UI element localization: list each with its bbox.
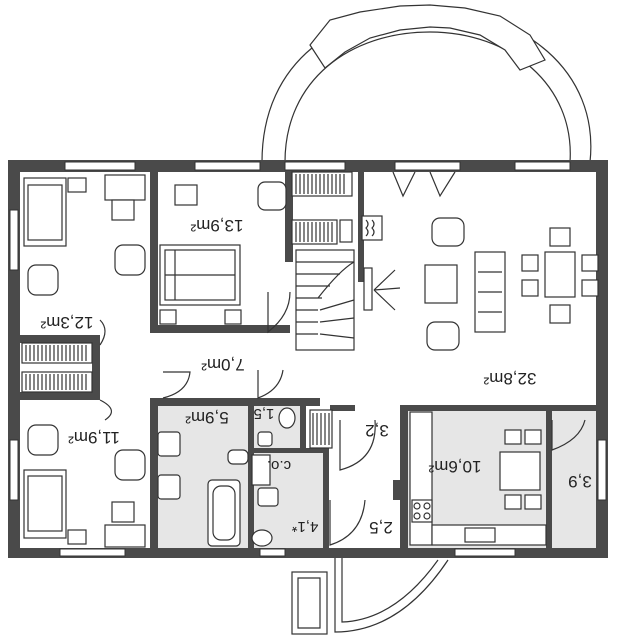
room-label-corridor: 3,2 bbox=[365, 421, 389, 440]
windows bbox=[9, 161, 607, 557]
room-label-left-bottom: 11,9m² bbox=[68, 428, 120, 447]
wardrobes bbox=[21, 171, 353, 449]
room-label-wc: 1,5 bbox=[254, 405, 275, 422]
room-label-living: 32,8m² bbox=[483, 369, 536, 388]
tv bbox=[363, 267, 401, 311]
room-label-boiler: c.o. bbox=[267, 457, 291, 474]
left-rooms-furniture bbox=[23, 174, 146, 548]
room-label-vestibule: 2,5 bbox=[369, 518, 393, 537]
bedroom-furniture bbox=[159, 181, 287, 325]
room-label-bedroom-top: 13,9m² bbox=[190, 216, 243, 235]
doors bbox=[99, 291, 586, 546]
room-label-pantry: 3,9 bbox=[568, 472, 592, 491]
room-label-laundry: 4,1* bbox=[291, 518, 318, 535]
stove bbox=[339, 215, 383, 243]
bathroom-fixtures bbox=[157, 407, 296, 547]
staircase bbox=[295, 249, 355, 351]
interior-walls bbox=[20, 172, 608, 550]
room-labels: 32,8m² 13,9m² 12,3m² 11,9m² 7,0m² 5,9m² … bbox=[40, 216, 592, 537]
room-label-hall: 7,0m² bbox=[201, 355, 245, 374]
room-label-kitchen: 10,6m² bbox=[428, 457, 481, 476]
room-label-bathroom: 5,9m² bbox=[185, 408, 229, 427]
bay-window bbox=[261, 4, 592, 163]
entrance-steps bbox=[291, 558, 449, 635]
kitchen-fixtures bbox=[409, 411, 547, 546]
room-label-left-top: 12,3m² bbox=[40, 313, 93, 332]
living-room-furniture bbox=[392, 171, 599, 351]
